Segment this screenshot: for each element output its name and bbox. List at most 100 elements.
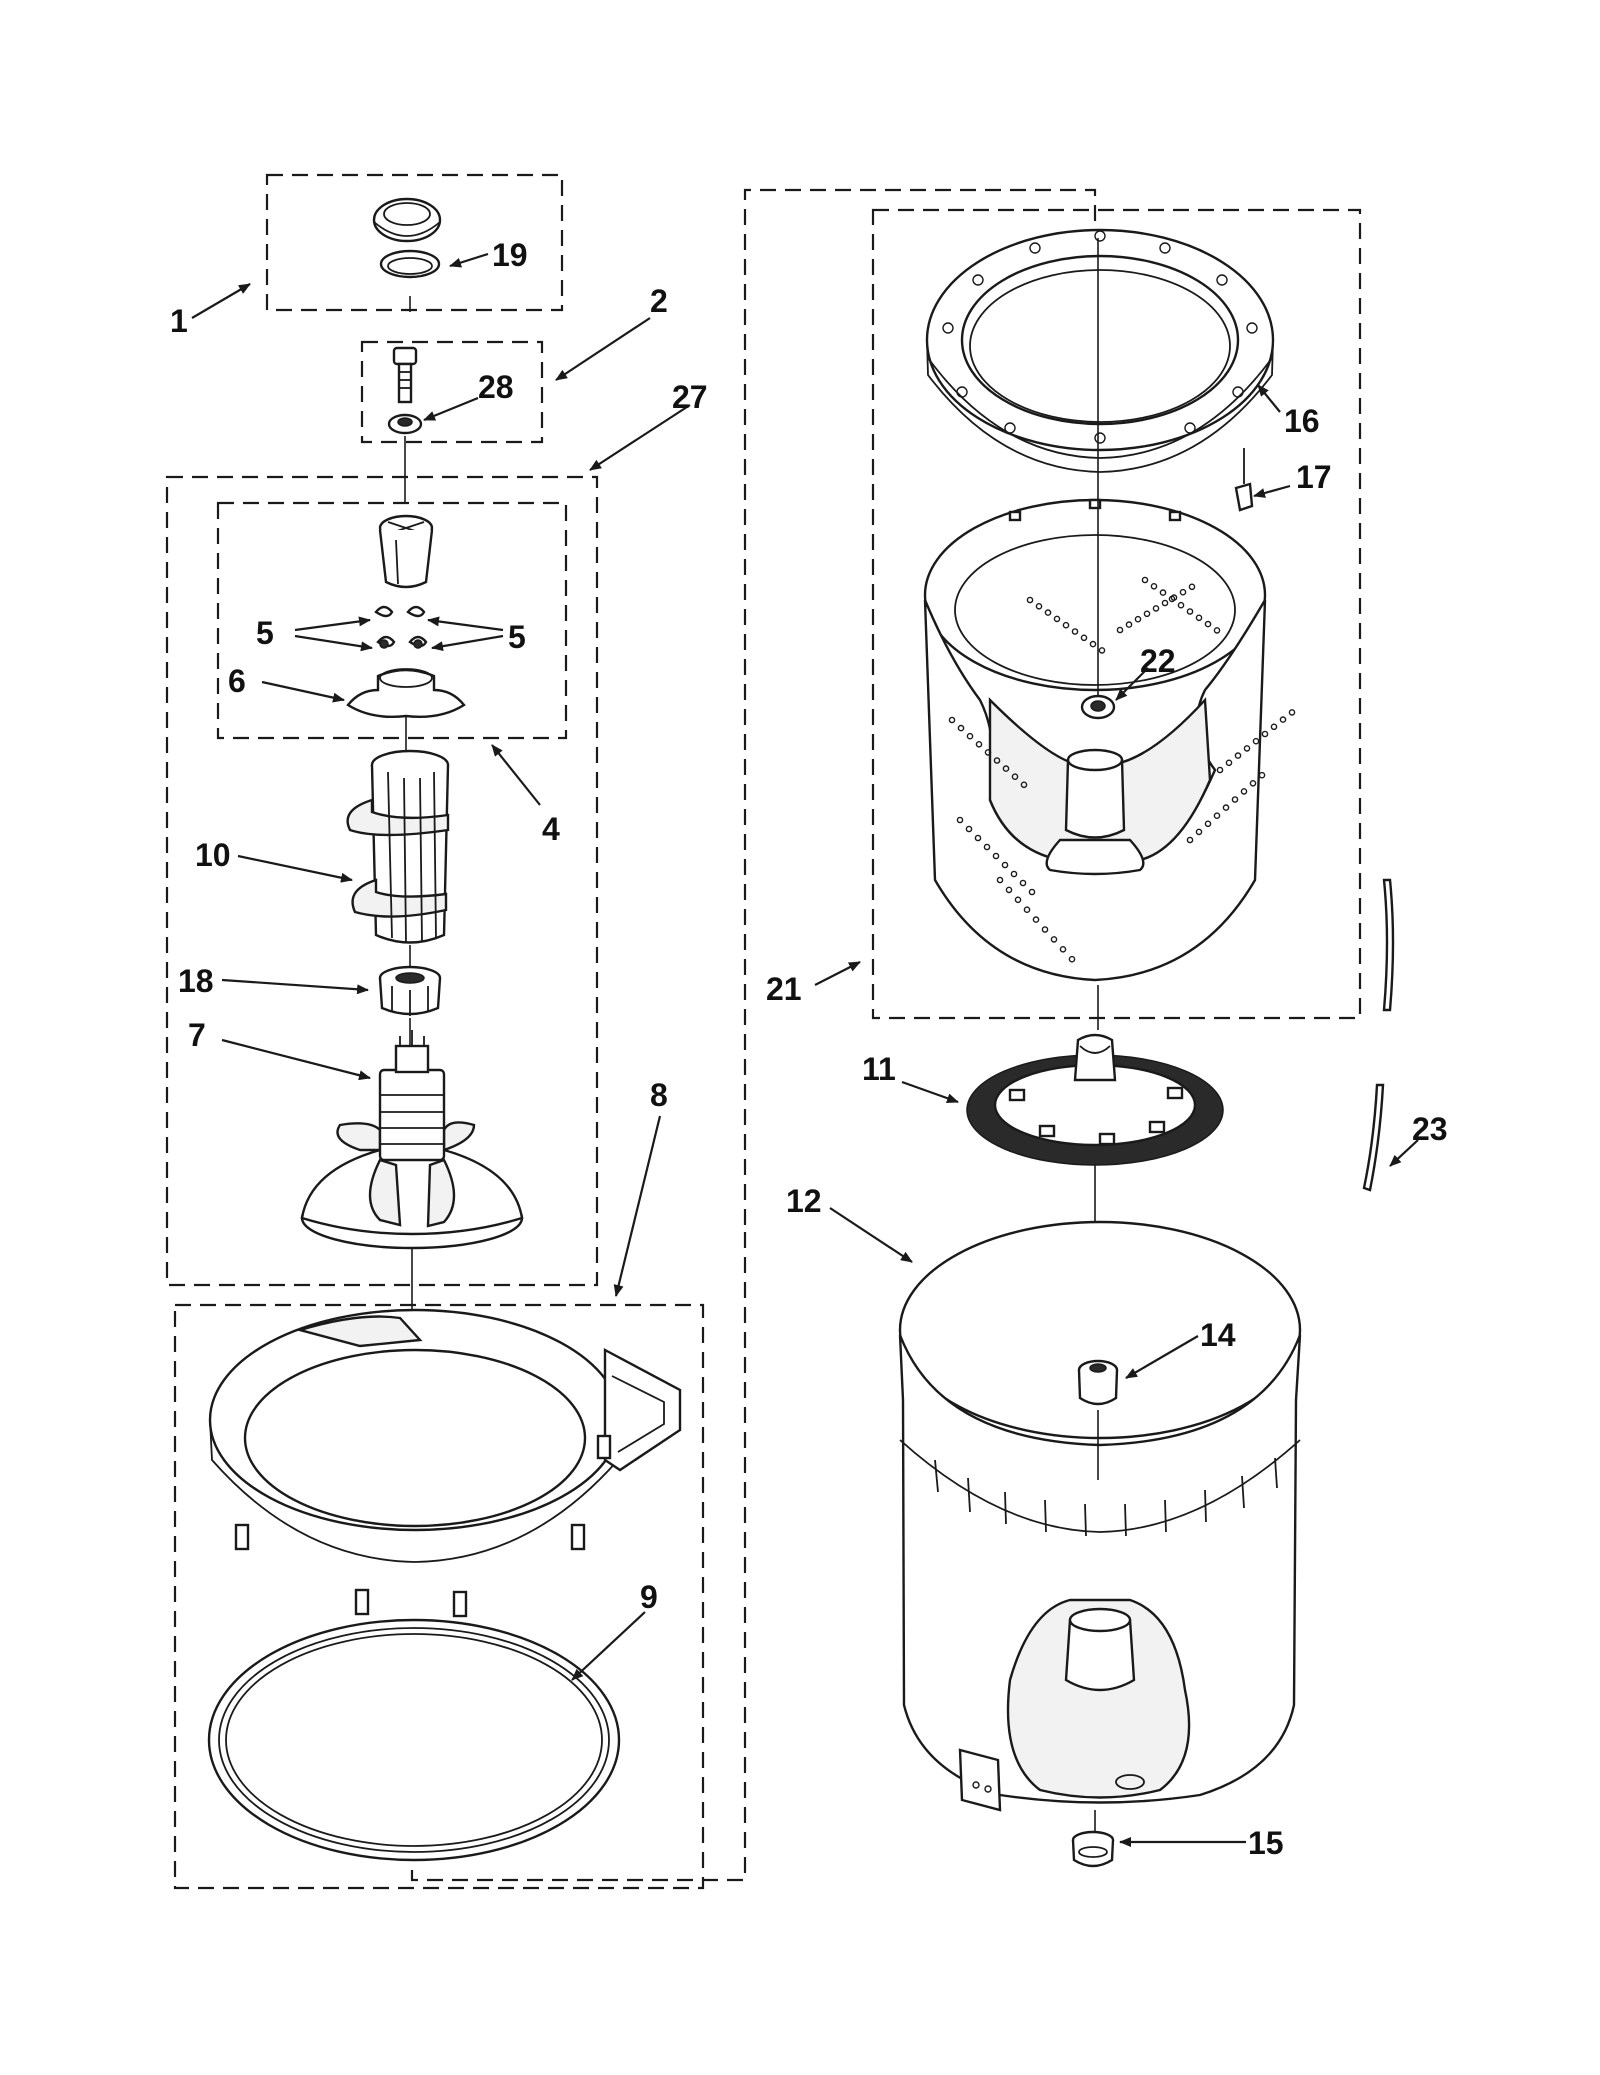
callout-23: 23 (1412, 1111, 1448, 1147)
basket-perforations (948, 576, 1296, 963)
perforation-hole (1001, 861, 1009, 869)
perforation-hole (1143, 610, 1151, 618)
balance-ring (925, 228, 1275, 473)
perforation-hole (957, 724, 965, 732)
perforation-hole (1026, 596, 1034, 604)
perforation-hole (1014, 896, 1022, 904)
callout-5-left: 5 (256, 615, 274, 651)
perforation-hole (1188, 583, 1196, 591)
agitator-dogs (374, 605, 428, 649)
perforation-hole (1005, 886, 1013, 894)
callout-12: 12 (786, 1183, 822, 1219)
tub-ring (208, 1308, 682, 1618)
perforation-hole (996, 876, 1004, 884)
perforation-hole (1243, 745, 1251, 752)
callout-27: 27 (672, 379, 708, 415)
perforation-hole (1141, 576, 1149, 584)
perforation-hole (1041, 926, 1049, 933)
perforation-hole (1179, 588, 1187, 596)
spin-basket (923, 498, 1296, 982)
callout-9: 9 (640, 1579, 658, 1615)
callout-4: 4 (542, 811, 560, 847)
perforation-hole (1068, 955, 1076, 963)
outer-tub (898, 1220, 1302, 1812)
perforation-hole (1195, 828, 1203, 836)
perforation-hole (1125, 621, 1133, 628)
perforation-hole (1152, 605, 1160, 612)
perforation-hole (1071, 628, 1079, 635)
callout-8: 8 (650, 1077, 668, 1113)
callout-21: 21 (766, 971, 802, 1007)
perforation-hole (1023, 906, 1031, 914)
perforation-hole (1035, 603, 1043, 610)
perforation-hole (1288, 709, 1296, 716)
tub-drain-seal (1071, 1830, 1115, 1868)
group-box-1 (265, 173, 564, 312)
bolt-washer (387, 413, 423, 435)
callout-17: 17 (1296, 459, 1332, 495)
agitator-base (300, 1030, 524, 1250)
perforation-hole (1186, 836, 1194, 844)
perforation-hole (1028, 888, 1036, 896)
group-box-27 (165, 475, 599, 1287)
perforation-hole (974, 834, 982, 842)
perforation-hole (1231, 796, 1239, 803)
agitator-auger (346, 749, 450, 944)
callout-19: 19 (492, 237, 528, 273)
perforation-hole (1204, 820, 1212, 828)
perforation-hole (984, 749, 992, 756)
tub-ring-seal (207, 1618, 621, 1862)
perforation-hole (1059, 946, 1067, 953)
perforation-hole (1053, 615, 1061, 623)
perforation-hole (1225, 759, 1233, 767)
agitator-bearing (378, 965, 442, 1016)
callout-18: 18 (178, 963, 214, 999)
perforation-hole (1150, 583, 1158, 590)
perforation-hole (1249, 780, 1257, 787)
agitator-cap (372, 197, 442, 243)
cam-retainer (346, 668, 466, 719)
perforation-hole (1240, 788, 1248, 795)
group-box-4 (216, 501, 568, 740)
cap-seal-ring (379, 249, 441, 279)
callout-1: 1 (170, 303, 188, 339)
callout-leaders (191, 252, 1419, 1847)
callout-2: 2 (650, 283, 668, 319)
perforation-hole (992, 852, 1000, 860)
agitator-cam (378, 514, 434, 589)
perforation-hole (956, 816, 964, 824)
perforation-hole (1261, 730, 1269, 738)
balance-ring-clip (1234, 448, 1254, 512)
perforation-hole (1186, 608, 1194, 615)
perforation-hole (1032, 916, 1040, 923)
agitator-bolt (392, 346, 418, 404)
callout-15: 15 (1248, 1825, 1284, 1861)
callout-5-right: 5 (508, 619, 526, 655)
perforation-hole (966, 732, 974, 740)
perforation-hole (948, 716, 956, 724)
basket-hub (1080, 694, 1116, 720)
perforation-hole (1252, 737, 1260, 745)
perforation-hole (1080, 634, 1088, 642)
perforation-hole (965, 825, 973, 833)
callout-11: 11 (862, 1051, 896, 1087)
perforation-hole (993, 757, 1001, 764)
callout-7: 7 (188, 1017, 206, 1053)
overflow-hose (1362, 878, 1395, 1192)
perforation-hole (1213, 627, 1221, 634)
perforation-hole (1161, 599, 1169, 607)
perforation-hole (1062, 621, 1070, 629)
tub-center-post (1077, 1359, 1119, 1406)
perforation-hole (975, 741, 983, 748)
perforation-hole (1204, 620, 1212, 628)
perforation-hole (1258, 771, 1266, 779)
perforation-hole (1020, 781, 1028, 789)
perforation-hole (1010, 870, 1018, 878)
seal-and-brake-ring (966, 1033, 1224, 1166)
perforation-hole (1116, 626, 1124, 634)
perforation-hole (1011, 773, 1019, 781)
perforation-hole (1019, 879, 1027, 887)
callout-16: 16 (1284, 403, 1320, 439)
callout-22: 22 (1140, 643, 1176, 679)
